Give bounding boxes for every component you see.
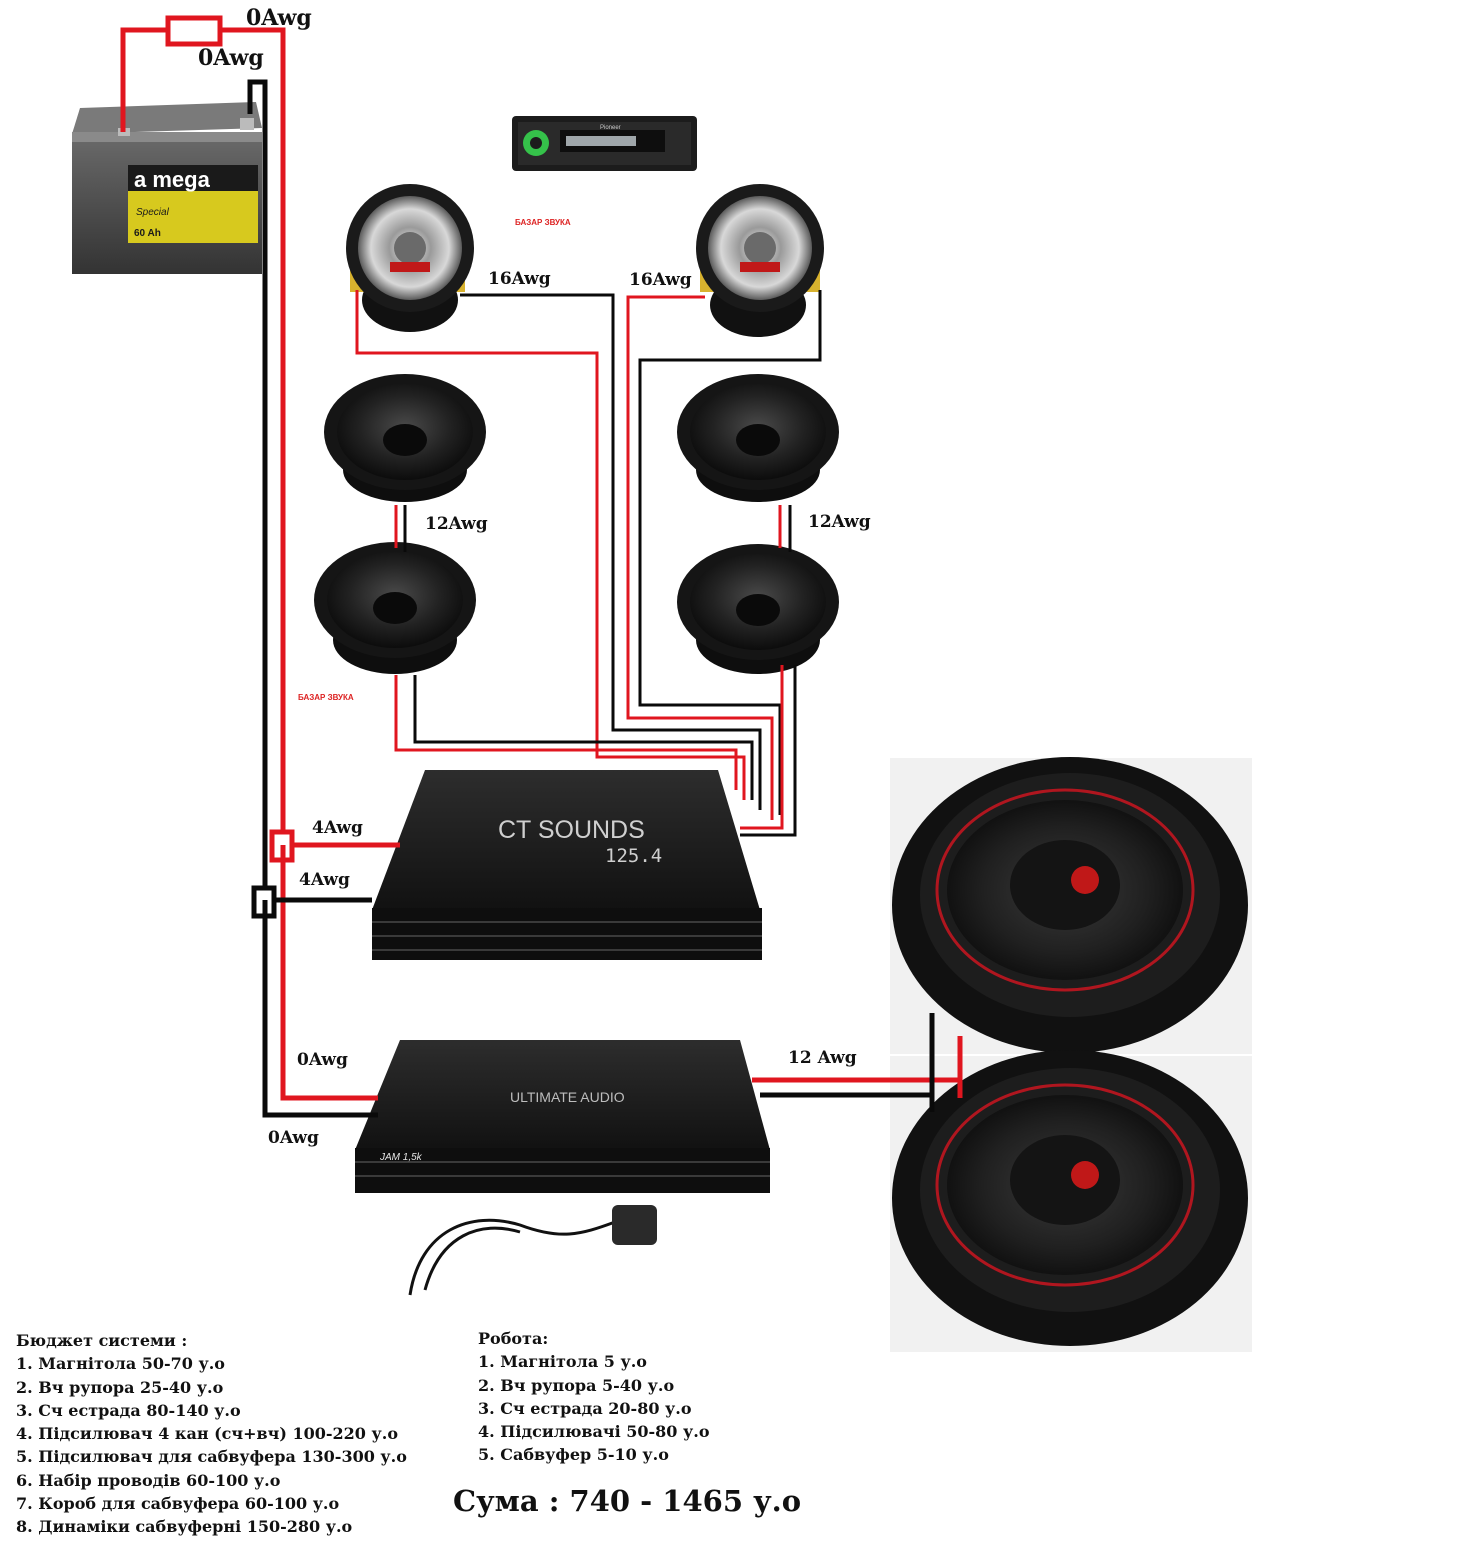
labor-list: Робота: 1. Магнітола 5 у.о 2. Вч рупора … (478, 1327, 710, 1467)
budget-item: 5. Підсилювач для сабвуфера 130-300 у.о (16, 1447, 407, 1467)
label-tweeter-left: 16Awg (488, 269, 551, 289)
label-mid-right: 12Awg (808, 512, 871, 532)
battery-model: Special (136, 207, 170, 218)
budget-title: Бюджет системи : (16, 1331, 188, 1350)
midrange-right-bottom (677, 544, 839, 674)
budget-item: 4. Підсилювач 4 кан (сч+вч) 100-220 у.о (16, 1424, 398, 1444)
svg-text:БАЗАР ЗВУКА: БАЗАР ЗВУКА (515, 218, 571, 227)
positive-wires (120, 15, 963, 1101)
midrange-right-top (677, 374, 839, 502)
budget-item: 6. Набір проводів 60-100 у.о (16, 1470, 281, 1490)
budget-item: 1. Магнітола 50-70 у.о (16, 1354, 225, 1374)
labor-item: 5. Сабвуфер 5-10 у.о (478, 1445, 669, 1465)
label-mid-left: 12Awg (425, 514, 488, 534)
sub-amp-brand: ULTIMATE AUDIO (510, 1089, 625, 1105)
budget-item: 7. Короб для сабвуфера 60-100 у.о (16, 1494, 340, 1514)
budget-item: 3. Сч естрада 80-140 у.о (16, 1400, 241, 1420)
label-sub-amp-positive: 0Awg (297, 1050, 348, 1070)
labor-item: 3. Сч естрада 20-80 у.о (478, 1398, 692, 1418)
amp4-brand: CT SOUNDS (498, 816, 645, 844)
battery-brand: a mega (134, 167, 211, 192)
negative-wires (247, 79, 935, 1118)
midrange-left-top (324, 374, 486, 502)
watermark: БАЗАР ЗВУКА БАЗАР ЗВУКА (298, 218, 571, 702)
tweeter-right (696, 184, 824, 337)
head-unit-brand: Pioneer (600, 125, 621, 131)
tweeter-left (346, 184, 474, 332)
svg-text:БАЗАР ЗВУКА: БАЗАР ЗВУКА (298, 693, 354, 702)
sub-amp-model: JAM 1,5k (379, 1152, 423, 1163)
budget-list: Бюджет системи : 1. Магнітола 50-70 у.о … (16, 1329, 407, 1539)
labor-item: 2. Вч рупора 5-40 у.о (478, 1375, 675, 1395)
budget-item: 2. Вч рупора 25-40 у.о (16, 1377, 224, 1397)
battery-capacity: 60 Ah (134, 228, 161, 239)
label-tweeter-right: 16Awg (629, 270, 692, 290)
speaker-wires (355, 290, 822, 837)
label-amp4-negative: 4Awg (299, 870, 350, 890)
midrange-left-bottom (314, 542, 476, 674)
labor-item: 4. Підсилювачі 50-80 у.о (478, 1422, 710, 1442)
total-sum: Сума : 740 - 1465 у.о (453, 1484, 802, 1518)
subwoofer-bottom (890, 1050, 1252, 1352)
battery: a mega Special 60 Ah (72, 102, 262, 274)
labor-item: 1. Магнітола 5 у.о (478, 1352, 647, 1372)
subwoofer-top (890, 757, 1252, 1054)
label-battery-negative: 0Awg (198, 45, 264, 71)
label-battery-positive: 0Awg (246, 5, 312, 31)
head-unit: Pioneer (512, 116, 697, 171)
amplifier-subwoofer: ULTIMATE AUDIO JAM 1,5k (338, 968, 796, 1308)
label-amp4-positive: 4Awg (312, 818, 363, 838)
amplifier-4-channel: CT SOUNDS 125.4 (372, 770, 762, 960)
amp4-model: 125.4 (605, 845, 662, 867)
label-sub-speaker: 12 Awg (788, 1048, 857, 1068)
labor-title: Робота: (478, 1329, 549, 1348)
budget-item: 8. Динаміки сабвуферні 150-280 у.о (16, 1517, 353, 1537)
label-sub-amp-negative: 0Awg (268, 1128, 319, 1148)
